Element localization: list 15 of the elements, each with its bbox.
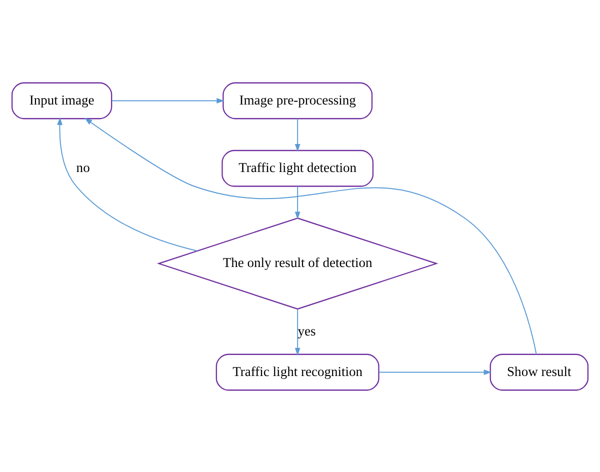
node-box: Image pre-processing: [222, 82, 373, 119]
arrow: [57, 116, 198, 251]
arrow: [294, 185, 300, 219]
node-box: Traffic light detection: [222, 149, 374, 186]
node-box: Show result: [490, 353, 589, 390]
node-diamond: The only result of detection: [156, 217, 438, 310]
edge-label: yes: [298, 322, 316, 338]
arrow: [112, 98, 224, 103]
arrow: [294, 308, 300, 356]
arrow: [294, 118, 300, 152]
arrow: [378, 369, 492, 374]
arrow: [84, 117, 537, 354]
node-box: Input image: [11, 82, 112, 119]
edge-label: no: [76, 159, 90, 174]
node-box: Traffic light recognition: [216, 353, 380, 390]
